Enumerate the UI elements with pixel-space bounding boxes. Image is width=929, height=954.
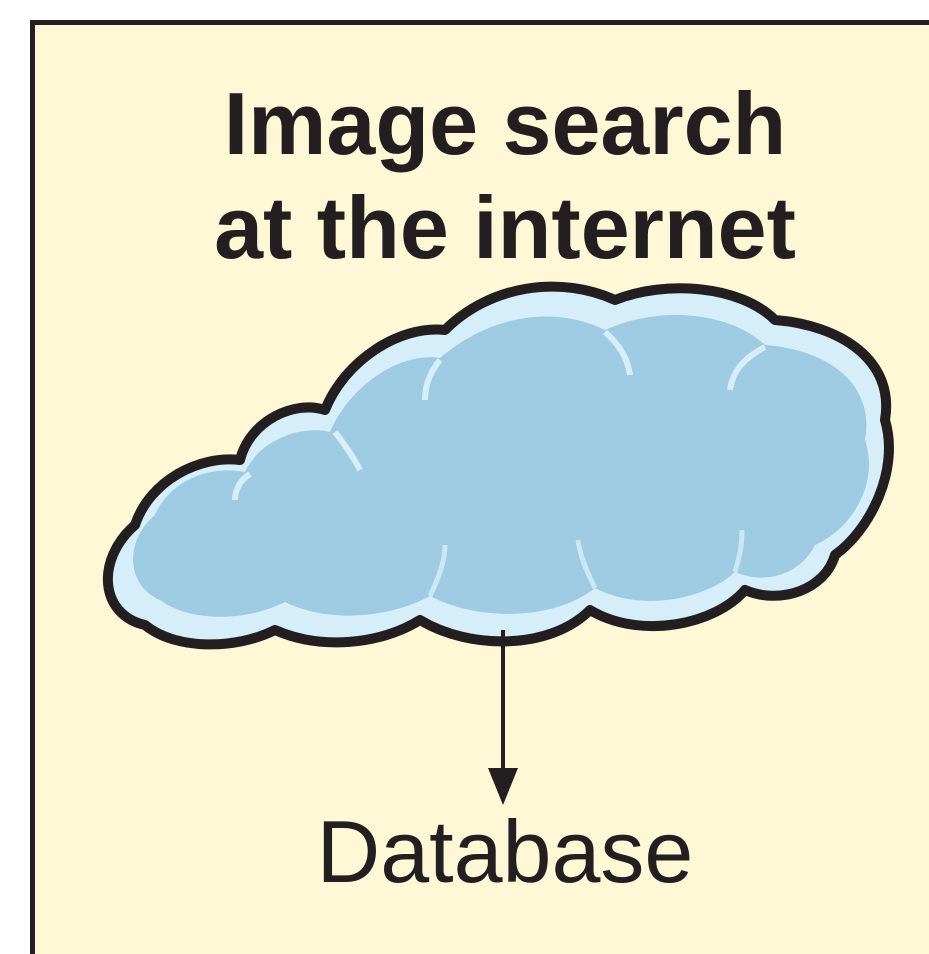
arrow-down-icon (488, 630, 518, 805)
diagram-title: Image search at the internet (35, 72, 929, 280)
title-line-1: Image search (223, 74, 787, 173)
database-label: Database (316, 802, 694, 901)
title-line-2: at the internet (214, 178, 796, 277)
cloud-icon (102, 281, 894, 650)
